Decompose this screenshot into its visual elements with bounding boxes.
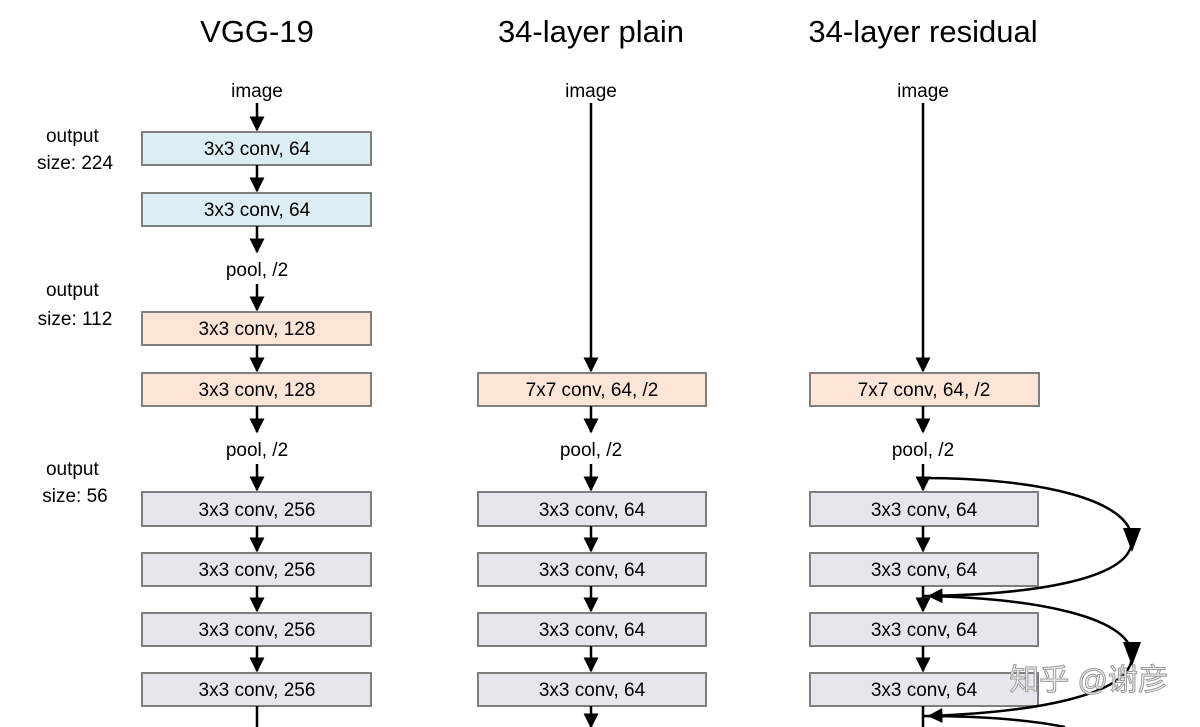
column-residual: 7x7 conv, 64, /2 pool, /2 3x3 conv, 64 3… xyxy=(809,103,1141,727)
skip-arrowhead-1 xyxy=(1123,528,1141,552)
title-residual: 34-layer residual xyxy=(808,14,1037,49)
input-label-plain: image xyxy=(565,81,617,102)
layer-box-label: 7x7 conv, 64, /2 xyxy=(526,380,659,401)
layer-box: 3x3 conv, 64 xyxy=(809,552,1039,587)
layer-box: 3x3 conv, 128 xyxy=(141,372,372,407)
layer-box: 3x3 conv, 64 xyxy=(141,192,372,227)
layer-box-label: 3x3 conv, 64 xyxy=(204,139,311,160)
layer-box: 3x3 conv, 64 xyxy=(477,491,707,527)
pool-label: pool, /2 xyxy=(892,440,954,461)
layer-box: 7x7 conv, 64, /2 xyxy=(809,372,1040,407)
layer-box: 7x7 conv, 64, /2 xyxy=(477,372,707,407)
layer-box: 3x3 conv, 64 xyxy=(141,131,372,166)
layer-box-label: 3x3 conv, 64 xyxy=(871,560,978,581)
skip-arrowhead-2 xyxy=(1123,642,1141,666)
side-label-224: output size: 224 xyxy=(37,126,113,174)
watermark: 知乎 @谢彦 xyxy=(1009,664,1168,697)
pool-label: pool, /2 xyxy=(226,260,288,281)
layer-box: 3x3 conv, 256 xyxy=(141,491,372,527)
layer-box: 3x3 conv, 64 xyxy=(477,612,707,647)
layer-box: 3x3 conv, 64 xyxy=(809,491,1039,527)
layer-box-label: 3x3 conv, 64 xyxy=(871,500,978,521)
layer-box: 3x3 conv, 128 xyxy=(141,311,372,346)
layer-box-label: 3x3 conv, 256 xyxy=(199,560,316,581)
layer-box-label: 3x3 conv, 64 xyxy=(539,620,646,641)
input-label-vgg: image xyxy=(231,81,283,102)
layer-box-label: 3x3 conv, 128 xyxy=(199,380,316,401)
layer-box: 3x3 conv, 256 xyxy=(141,672,372,707)
layer-box: 3x3 conv, 64 xyxy=(477,672,707,707)
layer-box: 3x3 conv, 64 xyxy=(477,552,707,587)
layer-box-label: 3x3 conv, 64 xyxy=(204,200,311,221)
layer-box-label: 3x3 conv, 64 xyxy=(871,680,978,701)
title-vgg: VGG-19 xyxy=(200,14,314,49)
side-label-56: output size: 56 xyxy=(42,459,107,507)
column-plain: 7x7 conv, 64, /2 pool, /2 3x3 conv, 64 3… xyxy=(477,103,707,727)
title-plain: 34-layer plain xyxy=(498,14,684,49)
layer-box-label: 3x3 conv, 256 xyxy=(199,500,316,521)
layer-box-label: 3x3 conv, 64 xyxy=(539,500,646,521)
skip-connection-3 xyxy=(922,714,1066,727)
layer-box-label: 3x3 conv, 64 xyxy=(539,680,646,701)
input-label-residual: image xyxy=(897,81,949,102)
layer-box: 3x3 conv, 64 xyxy=(809,612,1039,647)
pool-label: pool, /2 xyxy=(560,440,622,461)
side-label-112: output size: 112 xyxy=(38,280,113,330)
column-vgg: 3x3 conv, 64 3x3 conv, 64 pool, /2 3x3 c… xyxy=(141,103,372,727)
layer-box-label: 3x3 conv, 64 xyxy=(871,620,978,641)
layer-box: 3x3 conv, 64 xyxy=(809,672,1039,707)
layer-box-label: 3x3 conv, 64 xyxy=(539,560,646,581)
layer-box-label: 3x3 conv, 256 xyxy=(199,680,316,701)
pool-label: pool, /2 xyxy=(226,440,288,461)
layer-box-label: 3x3 conv, 256 xyxy=(199,620,316,641)
layer-box: 3x3 conv, 256 xyxy=(141,612,372,647)
layer-box-label: 7x7 conv, 64, /2 xyxy=(858,380,991,401)
layer-box-label: 3x3 conv, 128 xyxy=(199,319,316,340)
layer-box: 3x3 conv, 256 xyxy=(141,552,372,587)
